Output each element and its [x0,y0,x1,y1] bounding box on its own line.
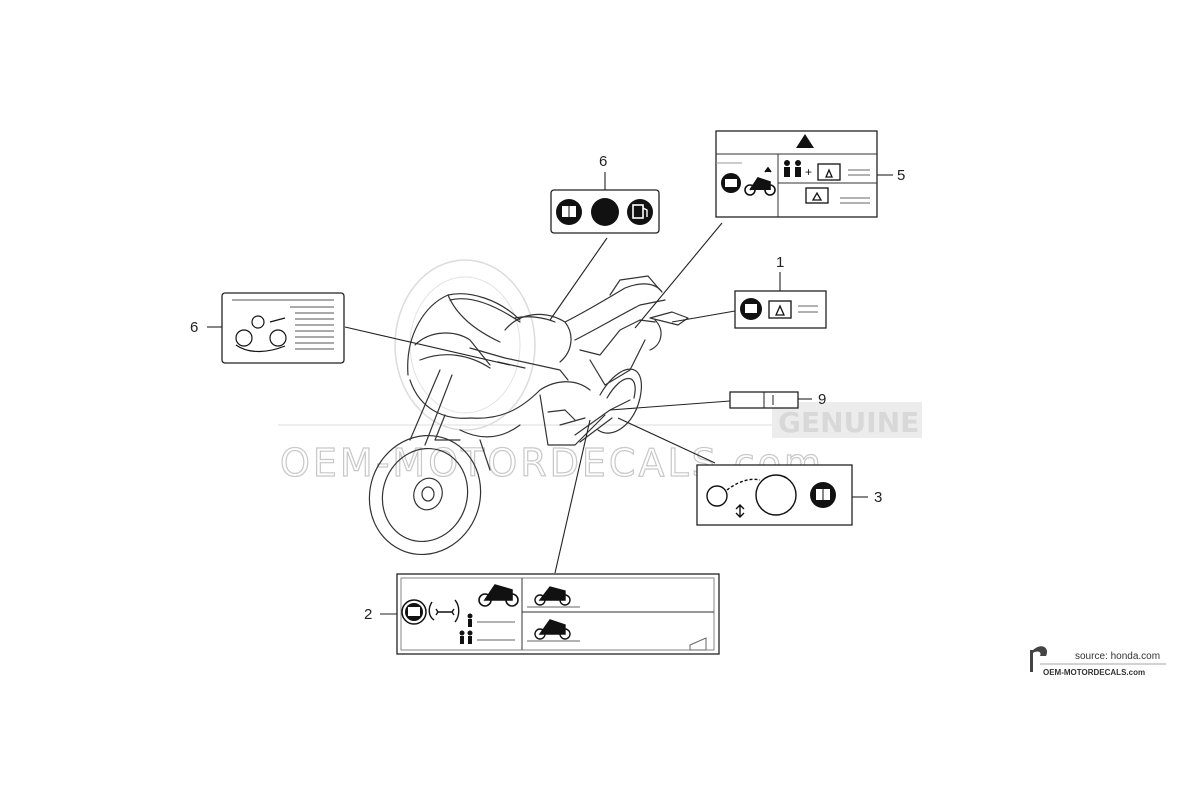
leader-lines [207,172,893,615]
rider-icon [467,613,473,627]
callout-6: 6 [190,319,198,336]
motorcycle-icon [534,586,571,606]
manual-book-icon [556,199,582,225]
callout-1: 1 [776,254,784,271]
lock-box-icon [768,300,792,319]
callout-5: 5 [897,167,905,184]
solid-dot-icon [591,198,619,226]
brand-logo-icon [1030,646,1048,672]
label-3: 3 [696,464,882,526]
motorcycle-drawing [368,275,689,556]
motorcycle-icon [478,584,519,607]
label-8: 6 [550,153,660,234]
luggage-icon [805,163,841,204]
motorcycle-icon [744,166,776,196]
motorcycle-icon [534,619,571,640]
watermark-genuine: GENUINE [778,406,919,439]
rider-passenger-icon: + [784,160,812,179]
manual-book-icon [810,482,836,508]
tire-diagram-icon [235,315,287,353]
chain-adjust-circle-icon [706,474,797,518]
chain-slack-icon [428,599,460,623]
label-2: 2 [364,573,720,655]
warning-triangle-icon [796,134,814,148]
brand-text: OEM-MOTORDECALS.com [1043,668,1145,677]
manual-book-icon [740,298,762,320]
svg-text:+: + [805,165,812,179]
label-5: + 5 [715,130,905,218]
callout-2: 2 [364,606,372,623]
label-9: 9 [729,391,826,409]
callout-9: 9 [818,391,826,408]
callout-8: 6 [599,153,607,170]
source-credit: source: honda.com OEM-MOTORDECALS.com [1030,646,1166,677]
passenger-icon [459,630,473,644]
label-6: 6 [190,292,345,364]
label-1: 1 [734,254,827,329]
manual-book-icon [721,173,741,193]
callout-3: 3 [874,489,882,506]
manual-book-icon [401,599,427,625]
source-text: source: honda.com [1075,651,1160,662]
fuel-icon [627,199,653,225]
